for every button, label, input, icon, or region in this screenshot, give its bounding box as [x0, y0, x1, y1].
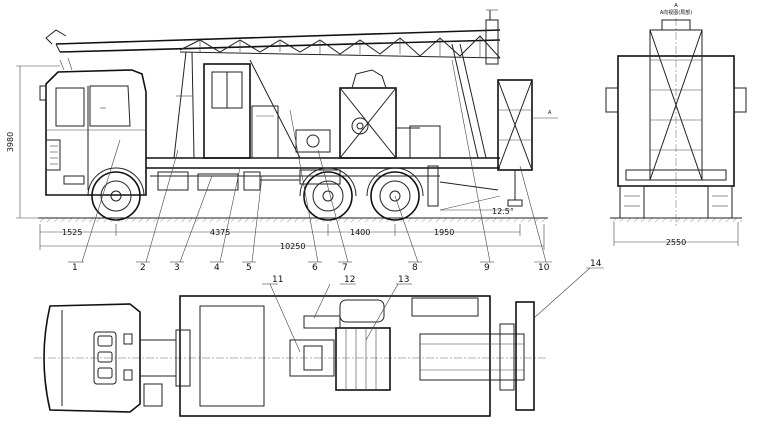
plan-outrigger	[419, 301, 535, 411]
dim-1400: 1400	[350, 228, 370, 237]
front-view-label: A	[674, 3, 678, 9]
section-mark: A	[548, 110, 552, 116]
plan-cab	[43, 303, 163, 413]
dim-1525: 1525	[62, 228, 82, 237]
plan-drawworks	[289, 297, 479, 391]
rear-platform: A	[497, 79, 558, 207]
callout-5: 5	[246, 263, 252, 273]
callout-leaders-plan	[262, 267, 604, 353]
callout-8: 8	[412, 263, 418, 273]
callout-13: 13	[398, 275, 409, 285]
callout-7: 7	[342, 263, 348, 273]
dimension-row-1: 1525 4375 1400 1950	[39, 224, 521, 250]
dim-4375: 4375	[210, 228, 230, 237]
plan-deck	[179, 295, 491, 417]
rear-wheel-2	[366, 167, 424, 221]
angle-dimension: 12.5°	[492, 207, 514, 216]
callout-1: 1	[72, 263, 78, 273]
front-view-caption: A向视图(局部)	[660, 9, 692, 16]
height-dimension: 3980	[6, 132, 15, 152]
front-wheel	[87, 167, 145, 221]
callout-12: 12	[344, 275, 355, 285]
callout-numbers-side: 1 2 3 4 5 6 7 8 9 10	[68, 261, 552, 273]
callout-11: 11	[272, 275, 283, 285]
side-view: 3980	[6, 9, 558, 273]
drawworks	[295, 69, 441, 159]
callout-14: 14	[590, 259, 602, 269]
dim-1950: 1950	[434, 228, 454, 237]
front-width-dimension: 2550	[666, 238, 686, 247]
callout-4: 4	[214, 263, 220, 273]
dim-10250: 10250	[280, 242, 305, 251]
callout-2: 2	[140, 263, 146, 273]
callout-6: 6	[312, 263, 318, 273]
callout-10: 10	[538, 263, 550, 273]
plan-view: 11 12 13 14	[34, 259, 604, 417]
lattice-mast	[45, 9, 501, 65]
tool-cabinet	[203, 63, 279, 159]
callout-3: 3	[174, 263, 180, 273]
callout-9: 9	[484, 263, 490, 273]
mast-supports	[173, 43, 487, 159]
front-view: A A向视图(局部) 2550	[605, 3, 747, 247]
truck-cab	[39, 57, 147, 196]
rear-wheel-1	[299, 167, 357, 221]
callout-leaders-side	[81, 59, 547, 263]
dimension-row-2: 10250	[40, 224, 545, 251]
